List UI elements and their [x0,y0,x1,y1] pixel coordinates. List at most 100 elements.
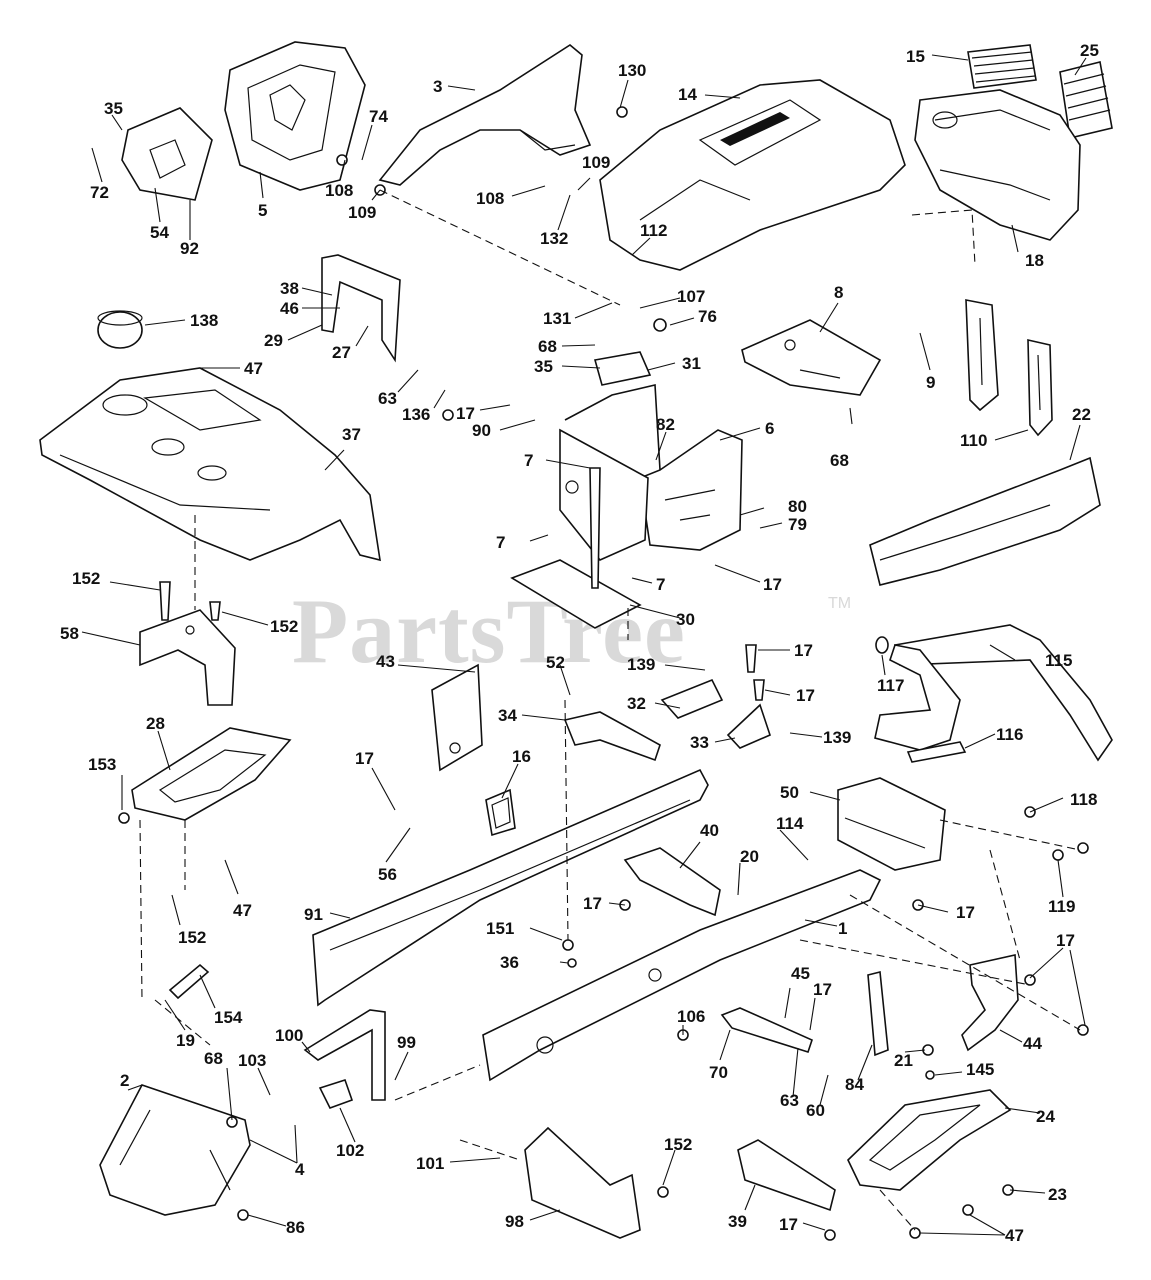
callout-24[interactable]: 24 [1036,1107,1055,1126]
callout-151[interactable]: 151 [486,919,514,938]
callout-108[interactable]: 108 [476,189,504,208]
callout-139[interactable]: 139 [627,655,655,674]
callout-5[interactable]: 5 [258,201,267,220]
part-31-plate[interactable] [593,351,652,386]
callout-30[interactable]: 30 [676,610,695,629]
part-154-link[interactable] [168,963,210,1000]
part-54-plate[interactable] [121,107,213,201]
callout-17[interactable]: 17 [956,903,975,922]
part-110-bracket-left[interactable] [965,299,999,412]
callout-109[interactable]: 109 [582,153,610,172]
callout-153[interactable]: 153 [88,755,116,774]
callout-27[interactable]: 27 [332,343,351,362]
callout-114[interactable]: 114 [776,814,804,833]
callout-39[interactable]: 39 [728,1212,747,1231]
callout-103[interactable]: 103 [238,1051,266,1070]
callout-25[interactable]: 25 [1080,41,1099,60]
part-43-bracket[interactable] [431,663,483,772]
callout-7[interactable]: 7 [496,533,505,552]
callout-74[interactable]: 74 [369,107,388,126]
callout-7[interactable]: 7 [524,451,533,470]
callout-91[interactable]: 91 [304,905,323,924]
callout-84[interactable]: 84 [845,1075,864,1094]
callout-130[interactable]: 130 [618,61,646,80]
callout-79[interactable]: 79 [788,515,807,534]
callout-100[interactable]: 100 [275,1026,303,1045]
callout-117[interactable]: 117 [877,676,904,695]
callout-60[interactable]: 60 [806,1101,825,1120]
part-28-foot-rest[interactable] [131,727,292,821]
callout-15[interactable]: 15 [906,47,925,66]
part-102-pad[interactable] [318,1079,354,1109]
callout-17[interactable]: 17 [794,641,813,660]
callout-68[interactable]: 68 [538,337,557,356]
callout-154[interactable]: 154 [214,1008,243,1027]
callout-56[interactable]: 56 [378,865,397,884]
callout-102[interactable]: 102 [336,1141,364,1160]
callout-2[interactable]: 2 [120,1071,129,1090]
callout-101[interactable]: 101 [416,1154,444,1173]
callout-14[interactable]: 14 [678,85,697,104]
callout-109[interactable]: 109 [348,203,376,222]
callout-86[interactable]: 86 [286,1218,305,1237]
callout-112[interactable]: 112 [640,221,667,240]
callout-63[interactable]: 63 [780,1091,799,1110]
callout-90[interactable]: 90 [472,421,491,440]
callout-35[interactable]: 35 [534,357,553,376]
callout-17[interactable]: 17 [583,894,602,913]
callout-1[interactable]: 1 [838,919,847,938]
part-32-link[interactable] [660,678,724,719]
callout-50[interactable]: 50 [780,783,799,802]
part-3-dash-cowl[interactable] [378,44,592,186]
callout-33[interactable]: 33 [690,733,709,752]
part-25-grille-screen[interactable] [1059,61,1113,139]
callout-108[interactable]: 108 [325,181,353,200]
part-33-bracket[interactable] [726,703,771,749]
callout-152[interactable]: 152 [270,617,298,636]
part-39-bracket[interactable] [737,1139,836,1212]
callout-52[interactable]: 52 [546,653,565,672]
callout-23[interactable]: 23 [1048,1185,1067,1204]
callout-31[interactable]: 31 [682,354,701,373]
callout-54[interactable]: 54 [150,223,169,242]
part-116-grip[interactable] [906,741,967,763]
callout-35[interactable]: 35 [104,99,123,118]
callout-9[interactable]: 9 [926,373,935,392]
callout-17[interactable]: 17 [796,686,815,705]
part-98-guard[interactable] [524,1126,641,1239]
callout-116[interactable]: 116 [996,725,1023,744]
callout-28[interactable]: 28 [146,714,165,733]
callout-152[interactable]: 152 [664,1135,692,1154]
callout-107[interactable]: 107 [677,287,705,306]
callout-98[interactable]: 98 [505,1212,524,1231]
callout-139[interactable]: 139 [823,728,851,747]
part-84-rod[interactable] [867,970,889,1057]
callout-118[interactable]: 118 [1070,790,1097,809]
callout-63[interactable]: 63 [378,389,397,408]
callout-17[interactable]: 17 [763,575,782,594]
callout-44[interactable]: 44 [1023,1034,1042,1053]
callout-6[interactable]: 6 [765,419,774,438]
callout-22[interactable]: 22 [1072,405,1091,424]
callout-47[interactable]: 47 [233,901,252,920]
callout-82[interactable]: 82 [656,415,675,434]
callout-40[interactable]: 40 [700,821,719,840]
part-18-grille-housing[interactable] [914,89,1081,241]
callout-145[interactable]: 145 [966,1060,994,1079]
callout-17[interactable]: 17 [355,749,374,768]
callout-106[interactable]: 106 [677,1007,705,1026]
callout-110[interactable]: 110 [960,431,987,450]
part-29-bracket[interactable] [321,254,401,363]
callout-38[interactable]: 38 [280,279,299,298]
callout-43[interactable]: 43 [376,652,395,671]
callout-4[interactable]: 4 [295,1160,305,1179]
callout-131[interactable]: 131 [543,309,571,328]
callout-152[interactable]: 152 [178,928,206,947]
callout-70[interactable]: 70 [709,1063,728,1082]
callout-138[interactable]: 138 [190,311,218,330]
part-14-hood[interactable] [599,79,906,271]
part-6-steering-support[interactable] [559,384,743,561]
callout-72[interactable]: 72 [90,183,109,202]
part-8-mount-plate[interactable] [741,319,882,396]
callout-46[interactable]: 46 [280,299,299,318]
